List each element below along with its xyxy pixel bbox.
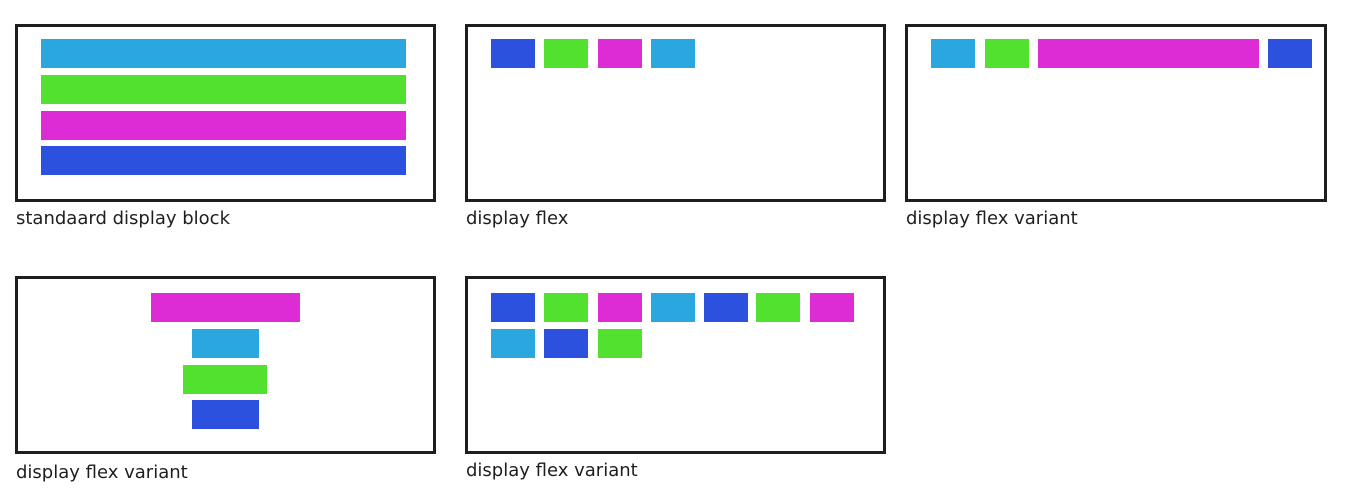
block-magenta bbox=[151, 293, 300, 322]
block-magenta bbox=[41, 111, 406, 140]
block-blue bbox=[544, 329, 588, 358]
block-blue bbox=[41, 146, 406, 175]
block-blue bbox=[1268, 39, 1312, 68]
caption-display-block: standaard display block bbox=[16, 208, 230, 229]
block-magenta bbox=[1038, 39, 1259, 68]
block-blue bbox=[704, 293, 748, 322]
block-green bbox=[544, 39, 588, 68]
block-cyan bbox=[491, 329, 535, 358]
block-green bbox=[598, 329, 642, 358]
block-magenta bbox=[810, 293, 854, 322]
block-green bbox=[756, 293, 800, 322]
caption-flex-variant-grow: display flex variant bbox=[906, 208, 1078, 229]
block-green bbox=[544, 293, 588, 322]
block-cyan bbox=[41, 39, 406, 68]
block-green bbox=[183, 365, 267, 394]
block-cyan bbox=[192, 329, 259, 358]
block-cyan bbox=[931, 39, 975, 68]
block-green bbox=[41, 75, 406, 104]
block-magenta bbox=[598, 39, 642, 68]
block-cyan bbox=[651, 39, 695, 68]
block-cyan bbox=[651, 293, 695, 322]
block-blue bbox=[491, 39, 535, 68]
caption-flex-variant-column: display flex variant bbox=[16, 462, 188, 483]
block-magenta bbox=[598, 293, 642, 322]
block-blue bbox=[192, 400, 259, 429]
caption-display-flex: display flex bbox=[466, 208, 569, 229]
block-green bbox=[985, 39, 1029, 68]
caption-flex-variant-wrap: display flex variant bbox=[466, 460, 638, 481]
block-blue bbox=[491, 293, 535, 322]
